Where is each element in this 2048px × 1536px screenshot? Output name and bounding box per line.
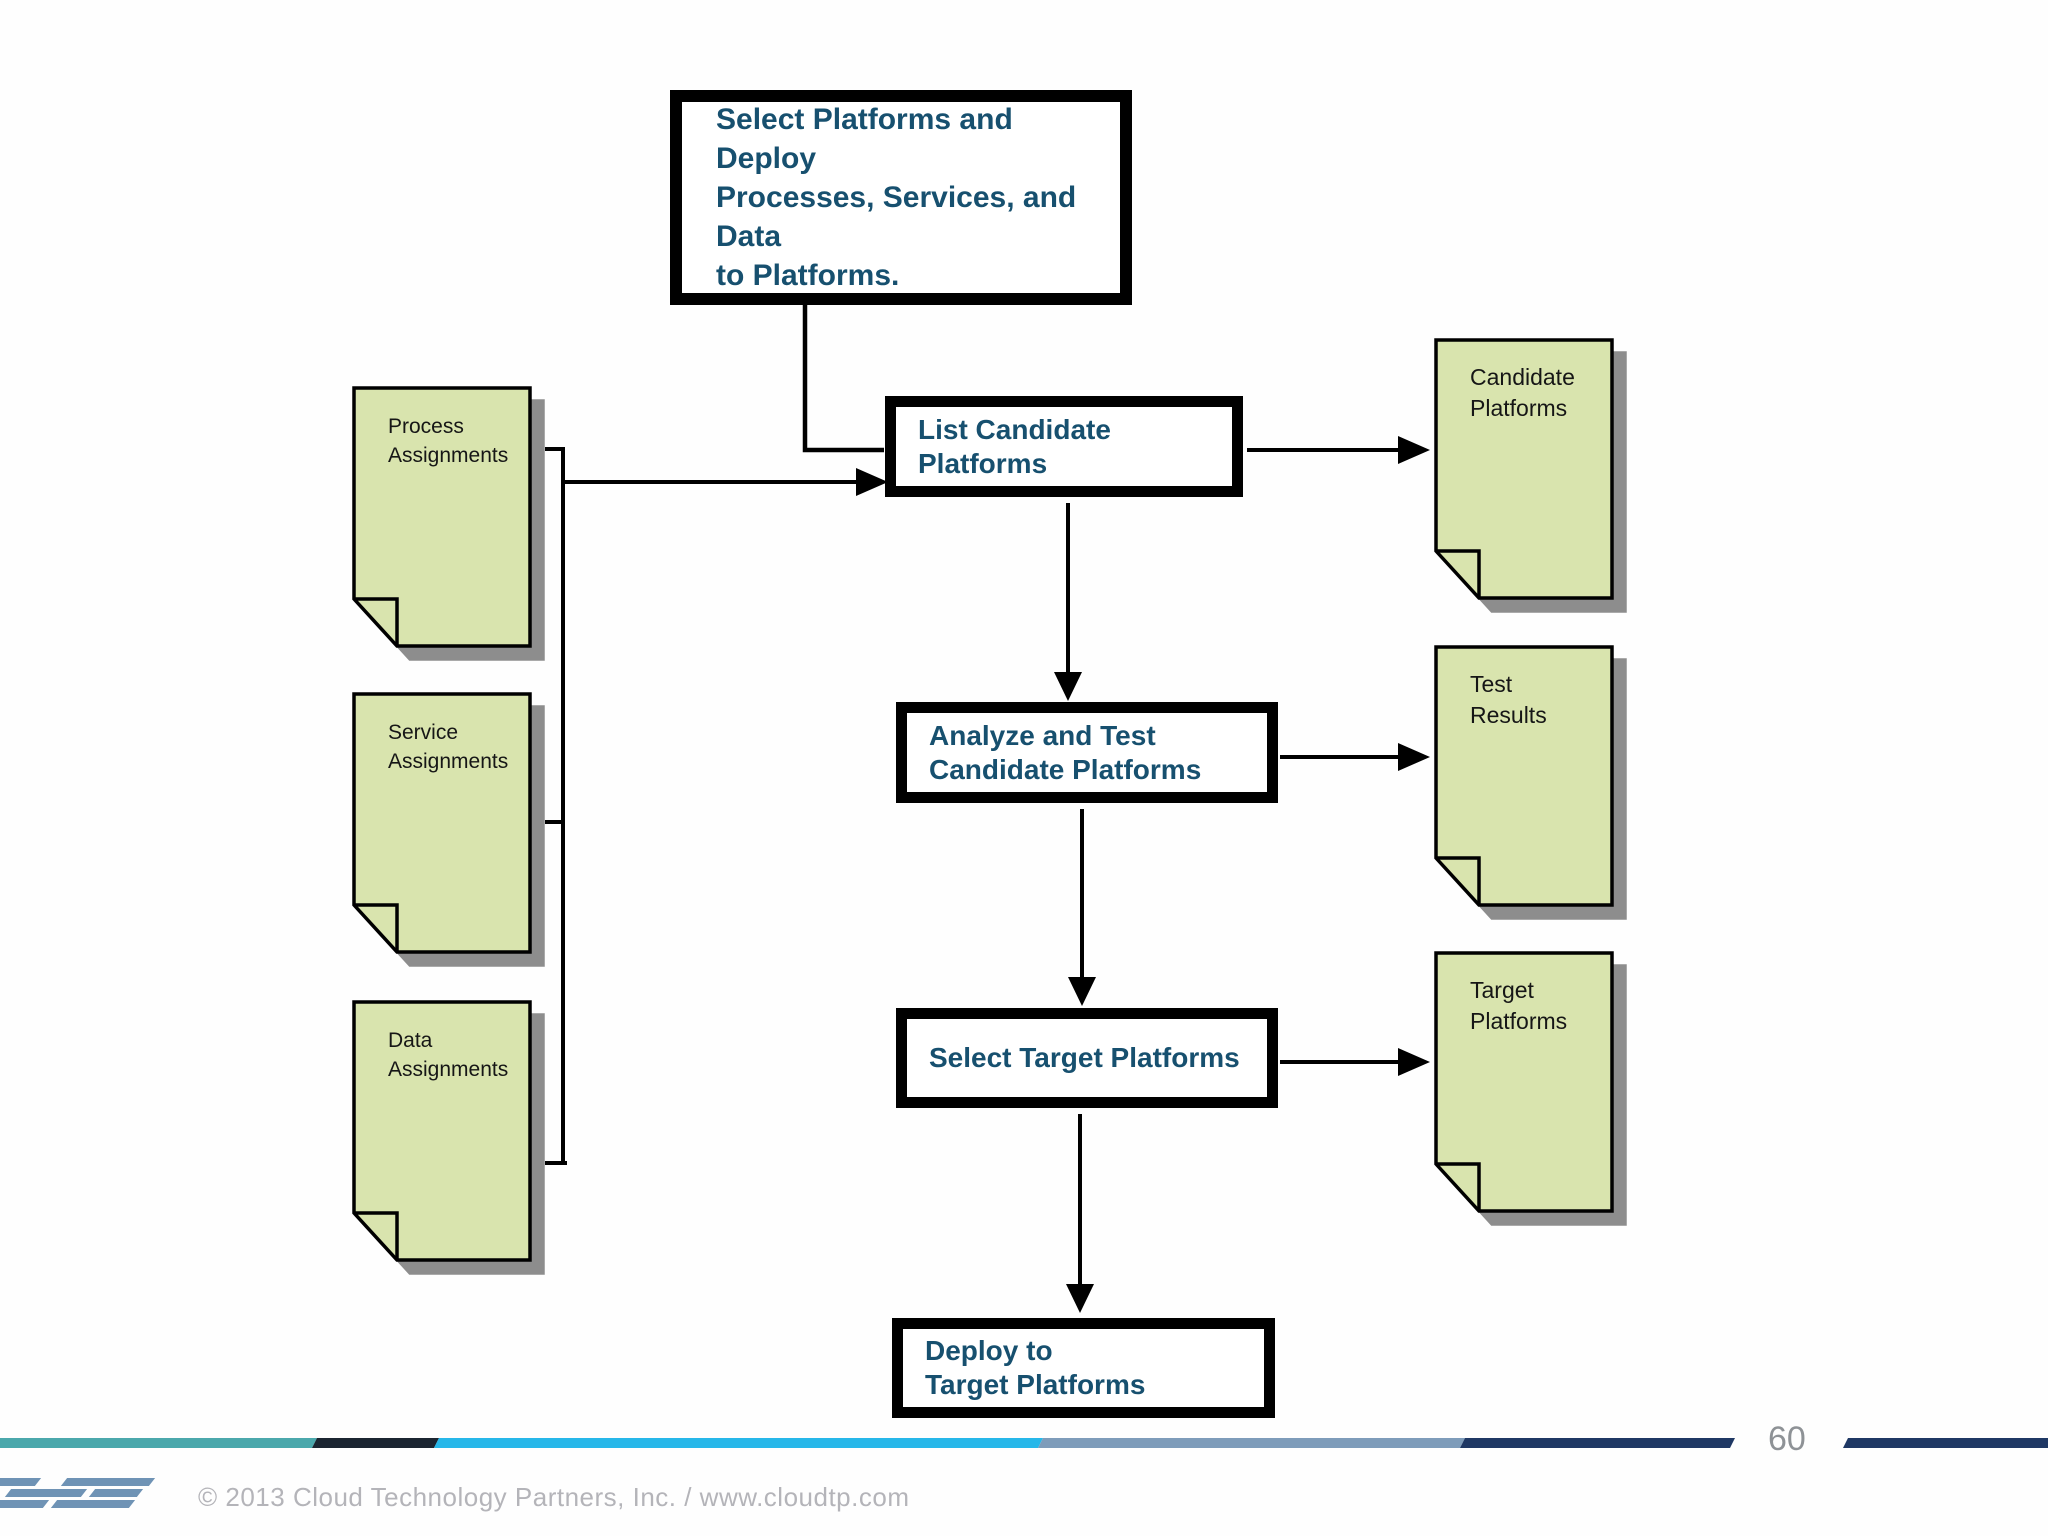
connector-intro-to-list bbox=[802, 303, 884, 453]
step-label: Select Target Platforms bbox=[929, 1042, 1240, 1073]
step-box-list-candidate-platforms: List Candidate Platforms bbox=[885, 396, 1243, 497]
footer-stripe-navy-right bbox=[1843, 1438, 2048, 1448]
folded-document-icon bbox=[1434, 645, 1614, 907]
footer-stripe-dark bbox=[312, 1438, 439, 1448]
copyright-text: © 2013 Cloud Technology Partners, Inc. /… bbox=[198, 1482, 910, 1512]
folded-document-icon bbox=[352, 692, 532, 954]
folded-document-icon bbox=[1434, 951, 1614, 1213]
step-box-deploy-to-target-platforms: Deploy to Target Platforms bbox=[892, 1318, 1275, 1418]
doc-label-data-assignments: Data Assignments bbox=[388, 1029, 509, 1081]
folded-document-icon bbox=[352, 386, 532, 648]
arrowhead bbox=[1398, 1048, 1430, 1076]
arrowhead bbox=[1054, 672, 1082, 701]
document-shape-process-assignments: Process Assignments bbox=[352, 386, 532, 648]
doc-label-process-assignments: Process Assignments bbox=[388, 415, 509, 467]
ctp-logo-icon bbox=[0, 1476, 160, 1510]
arrowhead bbox=[1398, 743, 1430, 771]
intro-box: Select Platforms and Deploy Processes, S… bbox=[670, 90, 1132, 305]
arrowhead bbox=[1398, 436, 1430, 464]
arrowhead bbox=[856, 468, 888, 496]
folded-document-icon bbox=[352, 1000, 532, 1262]
doc-label-candidate-platforms: Candidate Platforms bbox=[1470, 364, 1575, 421]
arrowhead bbox=[1066, 1284, 1094, 1313]
document-shape-test-results: Test Results bbox=[1434, 645, 1614, 907]
step-label: Analyze and Test Candidate Platforms bbox=[929, 719, 1202, 785]
footer-stripe-teal bbox=[0, 1438, 317, 1448]
document-shape-target-platforms: Target Platforms bbox=[1434, 951, 1614, 1213]
document-shape-data-assignments: Data Assignments bbox=[352, 1000, 532, 1262]
footer-stripe-navy bbox=[1460, 1438, 1735, 1448]
footer-stripe-slate bbox=[1038, 1438, 1465, 1448]
doc-label-test-results: Test Results bbox=[1470, 671, 1547, 728]
doc-label-service-assignments: Service Assignments bbox=[388, 721, 509, 773]
step-box-select-target-platforms: Select Target Platforms bbox=[896, 1008, 1278, 1108]
document-shape-candidate-platforms: Candidate Platforms bbox=[1434, 338, 1614, 600]
intro-text: Select Platforms and Deploy Processes, S… bbox=[716, 103, 1077, 292]
step-label: Deploy to Target Platforms bbox=[925, 1335, 1146, 1400]
doc-label-target-platforms: Target Platforms bbox=[1470, 977, 1568, 1034]
page-number: 60 bbox=[1768, 1420, 1806, 1458]
step-box-analyze-and-test: Analyze and Test Candidate Platforms bbox=[896, 702, 1278, 803]
step-label: List Candidate Platforms bbox=[918, 413, 1111, 479]
footer-stripe-cyan bbox=[434, 1438, 1043, 1448]
document-shape-service-assignments: Service Assignments bbox=[352, 692, 532, 954]
arrowhead bbox=[1068, 977, 1096, 1006]
folded-document-icon bbox=[1434, 338, 1614, 600]
